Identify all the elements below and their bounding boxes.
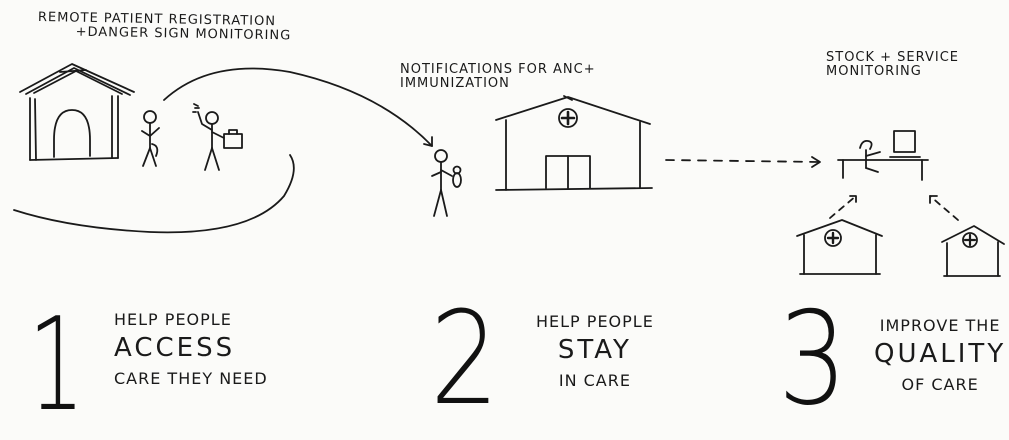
- health-worker-icon: [193, 104, 242, 170]
- goal-3-post: of care: [874, 375, 1006, 394]
- goal-2-pre: Help people: [536, 312, 654, 331]
- goal-3-key: Quality: [874, 339, 1006, 369]
- small-clinic-icon: [942, 226, 1004, 276]
- path-curve: [14, 155, 294, 232]
- goal-number-3: 3: [778, 296, 847, 424]
- mother-child-icon: [432, 150, 461, 216]
- goal-number-1: 1: [28, 302, 85, 430]
- goal-text-2: Help people Stay in care: [536, 312, 654, 390]
- sketch-canvas: Remote patient registration +Danger sign…: [0, 0, 1009, 426]
- goal-number-2: 2: [430, 296, 499, 424]
- arc-arrow: [164, 69, 432, 147]
- goal-2-key: Stay: [536, 335, 654, 365]
- clinic-icon: [496, 96, 652, 190]
- goal-1-pre: Help people: [114, 310, 268, 329]
- dashed-arrow-right: [930, 196, 958, 220]
- patient-figure: [142, 111, 159, 166]
- goal-text-1: Help people Access care they need: [114, 310, 268, 388]
- dashed-arrow-left: [830, 196, 856, 218]
- hut-icon: [20, 64, 134, 160]
- goal-2-post: in care: [536, 371, 654, 390]
- goal-3-pre: Improve the: [874, 316, 1006, 335]
- small-clinic-icon: [797, 220, 882, 274]
- dashed-arrow: [666, 160, 820, 162]
- goal-text-3: Improve the Quality of care: [874, 316, 1006, 394]
- goal-1-key: Access: [114, 333, 268, 363]
- desk-computer-icon: [838, 131, 928, 180]
- goal-1-post: care they need: [114, 369, 268, 388]
